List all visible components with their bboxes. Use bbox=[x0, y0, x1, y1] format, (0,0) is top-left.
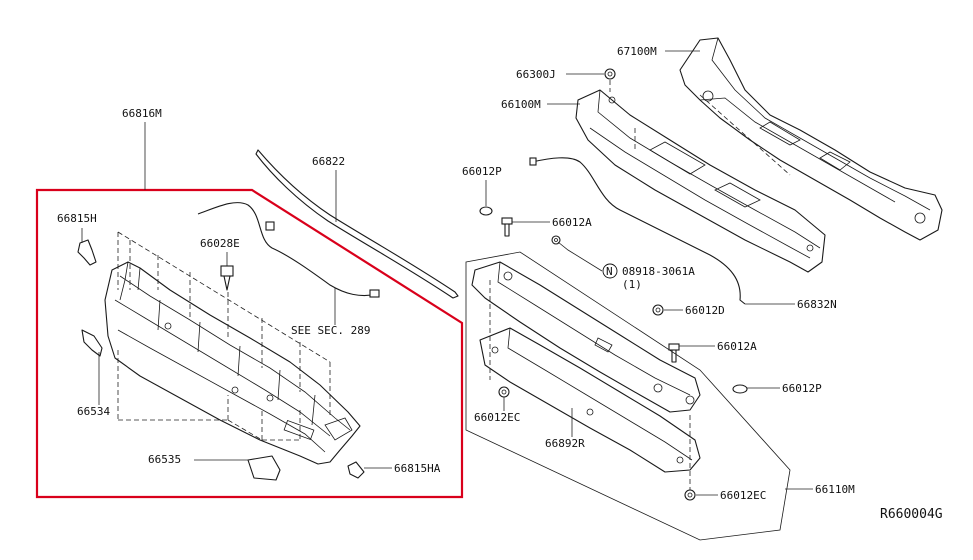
washer-hose-part bbox=[197, 202, 380, 298]
diagram-reference-code: R660004G bbox=[880, 507, 943, 522]
label-66822: 66822 bbox=[312, 155, 345, 168]
label-08918-3061A: 08918-3061A bbox=[622, 265, 695, 278]
cowl-seal-part bbox=[255, 149, 459, 299]
label-66892R: 66892R bbox=[545, 437, 585, 450]
label-66300J: 66300J bbox=[516, 68, 556, 81]
n-symbol-badge: N bbox=[602, 263, 618, 279]
label-66100M: 66100M bbox=[501, 98, 541, 111]
bracket-66815HA-part bbox=[347, 461, 365, 479]
dash-panel-67100M-part bbox=[679, 37, 943, 241]
clip-66028E-part bbox=[220, 265, 234, 291]
label-66815HA: 66815HA bbox=[394, 462, 441, 475]
label-66815H: 66815H bbox=[57, 212, 97, 225]
nut-66300J-part bbox=[604, 68, 616, 80]
label-66012EC-left: 66012EC bbox=[474, 411, 520, 424]
label-see-sec-289: SEE SEC. 289 bbox=[291, 324, 370, 337]
washer-tube-66832N-part bbox=[529, 157, 746, 305]
clip-66012EC-left-part bbox=[498, 386, 510, 398]
cowl-panel-66100M-part bbox=[575, 80, 826, 273]
plug-66012P-top-part bbox=[479, 206, 493, 216]
label-66012A-top: 66012A bbox=[552, 216, 592, 229]
seal-66534-part bbox=[81, 329, 103, 357]
grommet-66012D-part bbox=[652, 304, 664, 316]
bracket-66815H-part bbox=[77, 239, 97, 266]
label-66012P-top: 66012P bbox=[462, 165, 502, 178]
cowl-lower-66110M-part bbox=[465, 251, 791, 541]
label-66012P-mid: 66012P bbox=[782, 382, 822, 395]
cowl-top-grille-part bbox=[104, 231, 361, 465]
label-67100M: 67100M bbox=[617, 45, 657, 58]
label-08918-qty: (1) bbox=[622, 278, 642, 291]
highlight-box bbox=[35, 188, 464, 499]
label-66535: 66535 bbox=[148, 453, 181, 466]
label-66012D: 66012D bbox=[685, 304, 725, 317]
label-66110M: 66110M bbox=[815, 483, 855, 496]
label-66832N: 66832N bbox=[797, 298, 837, 311]
cover-66535-part bbox=[247, 455, 281, 481]
label-66816M: 66816M bbox=[122, 107, 162, 120]
bolt-66012A-mid-part bbox=[668, 343, 680, 363]
label-66534: 66534 bbox=[77, 405, 110, 418]
label-66012A-mid: 66012A bbox=[717, 340, 757, 353]
bolt-66012A-top-part bbox=[501, 217, 513, 237]
clip-66012EC-bottom-part bbox=[684, 489, 696, 501]
plug-66012P-mid-part bbox=[732, 384, 748, 394]
label-66028E: 66028E bbox=[200, 237, 240, 250]
n-symbol: N bbox=[606, 265, 613, 278]
label-66012EC-bottom: 66012EC bbox=[720, 489, 766, 502]
